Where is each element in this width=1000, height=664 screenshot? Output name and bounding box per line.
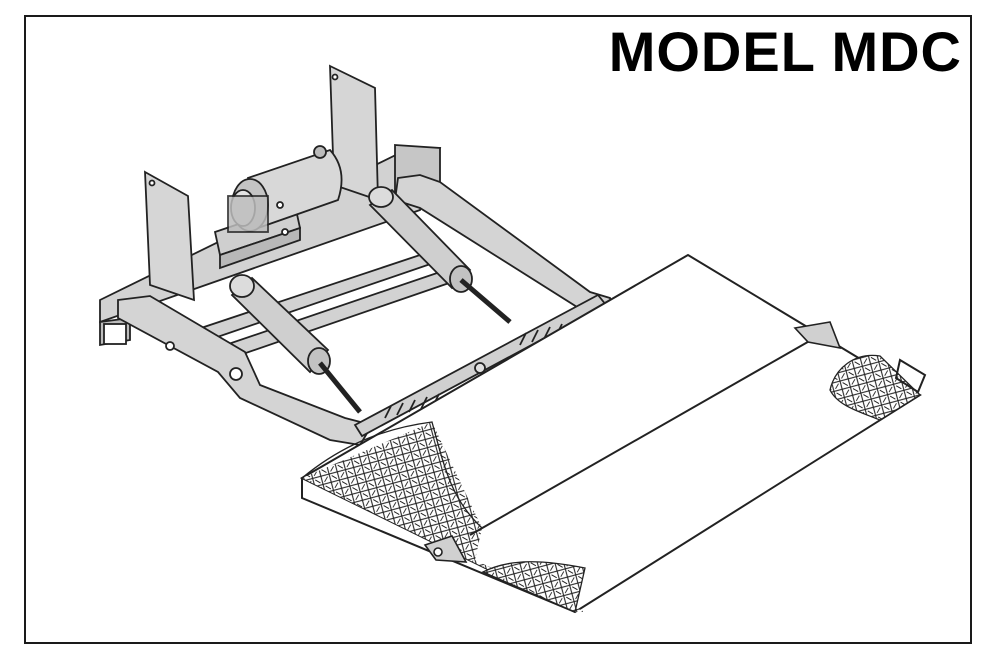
hydraulic-pump-motor — [213, 145, 343, 270]
platform — [299, 253, 927, 614]
lift-arm-left — [117, 295, 374, 446]
mounting-plate-left — [144, 170, 195, 302]
hinge-clip-left — [423, 535, 468, 563]
hinge-clip-right — [793, 321, 842, 350]
hydraulic-cylinder-left — [229, 274, 362, 414]
hydraulic-cylinder-right — [368, 186, 512, 324]
model-title: MODEL MDC — [608, 20, 962, 83]
